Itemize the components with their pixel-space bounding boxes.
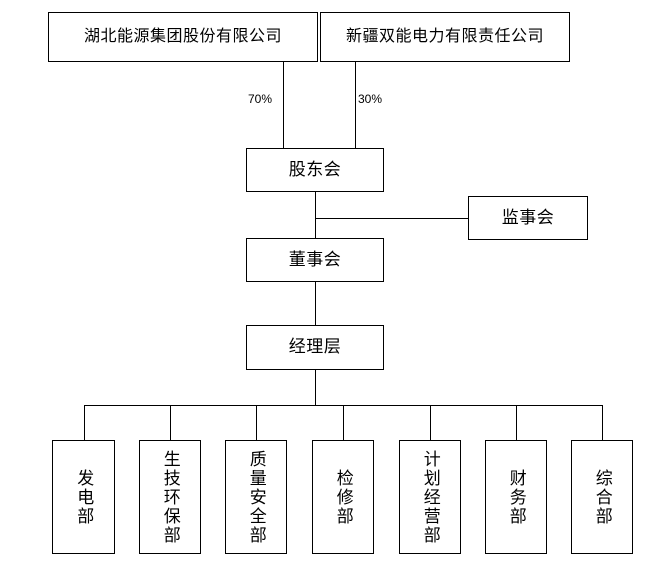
- node-dept-maintenance: 检修部: [312, 440, 374, 554]
- node-label: 发电部: [74, 468, 94, 526]
- node-board-of-supervisors: 监事会: [468, 196, 588, 240]
- connector-shareholders-meeting-to-board: [315, 192, 316, 238]
- stake-label-hubei: 70%: [248, 92, 273, 106]
- node-label: 经理层: [288, 337, 342, 357]
- connector-bus-to-dept-7: [602, 405, 603, 440]
- connector-trunk-to-supervisors: [315, 218, 468, 219]
- connector-management-to-bus: [315, 370, 316, 405]
- connector-bus-to-dept-1: [84, 405, 85, 440]
- connector-bus-to-dept-3: [256, 405, 257, 440]
- node-board-of-directors: 董事会: [246, 238, 384, 282]
- node-dept-general-affairs: 综合部: [571, 440, 633, 554]
- connector-bus-to-dept-6: [516, 405, 517, 440]
- node-label: 计划经营部: [420, 449, 440, 545]
- node-dept-quality-safety: 质量安全部: [225, 440, 287, 554]
- node-label: 董事会: [288, 249, 342, 269]
- connector-hubei-to-shareholders-meeting: [283, 62, 284, 148]
- connector-bus-to-dept-5: [430, 405, 431, 440]
- node-shareholder-hubei: 湖北能源集团股份有限公司: [48, 12, 318, 62]
- node-management: 经理层: [246, 325, 384, 370]
- connector-board-to-management: [315, 282, 316, 325]
- stake-label-xinjiang: 30%: [358, 92, 383, 106]
- node-label: 综合部: [592, 468, 612, 526]
- node-dept-production-environment: 生技环保部: [139, 440, 201, 554]
- node-label: 生技环保部: [160, 449, 180, 545]
- node-dept-power-generation: 发电部: [52, 440, 115, 554]
- connector-xinjiang-to-shareholders-meeting: [355, 62, 356, 148]
- node-label: 财务部: [506, 468, 526, 526]
- node-shareholders-meeting: 股东会: [246, 148, 384, 192]
- node-label: 新疆双能电力有限责任公司: [345, 27, 544, 45]
- node-dept-planning-operation: 计划经营部: [399, 440, 461, 554]
- connector-bus-to-dept-2: [170, 405, 171, 440]
- node-dept-finance: 财务部: [485, 440, 547, 554]
- node-shareholder-xinjiang: 新疆双能电力有限责任公司: [320, 12, 570, 62]
- node-label: 湖北能源集团股份有限公司: [83, 27, 282, 45]
- node-label: 股东会: [288, 159, 342, 179]
- node-label: 质量安全部: [246, 449, 266, 545]
- node-label: 检修部: [333, 468, 353, 526]
- connector-bus-to-dept-4: [343, 405, 344, 440]
- node-label: 监事会: [501, 207, 555, 227]
